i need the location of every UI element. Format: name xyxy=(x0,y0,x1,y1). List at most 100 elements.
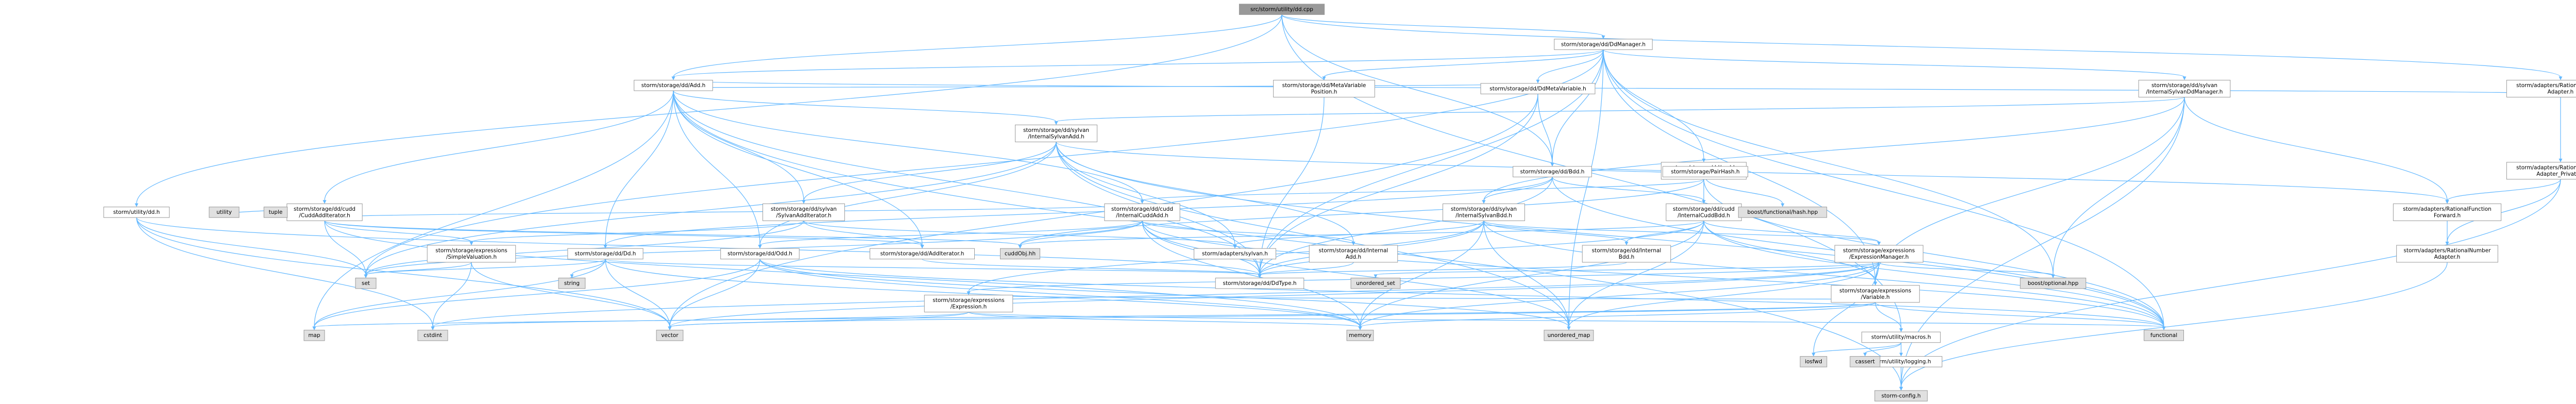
node-label: storm/storage/dd/Internal xyxy=(1592,247,1662,254)
node-box xyxy=(1309,245,1398,263)
arrowhead-icon xyxy=(469,241,473,245)
edge-utility_dd-to-cstdint xyxy=(136,217,433,327)
edge-CuddAddIterator-to-set xyxy=(324,221,366,275)
edge-InternalCuddAdd-to-Odd xyxy=(759,220,1143,246)
edge-utility_dd-to-vector xyxy=(136,217,670,327)
node-RFAdapterPrivate[interactable]: storm/adapters/RationalFunctionAdapter_P… xyxy=(2506,162,2576,180)
node-root[interactable]: src/storm/utility/dd.cpp xyxy=(1239,4,1325,15)
arrowhead-icon xyxy=(671,76,675,80)
node-box xyxy=(1834,245,1924,263)
node-label: cuddObj.hh xyxy=(1005,251,1036,257)
edge-Dd-to-map xyxy=(314,259,606,327)
node-stormConfig[interactable]: storm-config.h xyxy=(1874,390,1928,401)
arrowhead-icon xyxy=(1258,274,1262,278)
node-box xyxy=(1015,124,1097,142)
edge-InternalCuddBdd-to-unordered_map xyxy=(1568,221,1704,327)
node-label: storm/storage/dd/DdType.h xyxy=(1223,280,1296,287)
node-logging[interactable]: storm/utility/logging.h xyxy=(1860,356,1942,367)
node-box xyxy=(1554,39,1653,50)
arrowhead-icon xyxy=(1877,241,1881,245)
node-RFAdapter[interactable]: storm/adapters/RationalFunctionAdapter.h xyxy=(2506,80,2576,98)
edge-DdManager-to-InternalSylvanDdManager xyxy=(1603,49,2185,78)
node-Variable[interactable]: storm/storage/expressions/Variable.h xyxy=(1831,285,1920,303)
arrowhead-icon xyxy=(1863,352,1867,357)
node-vector[interactable]: vector xyxy=(656,330,684,341)
edge-InternalCuddAdd-to-memory xyxy=(1142,221,1361,327)
edge-InternalCuddAdd-to-unordered_map xyxy=(1142,221,1569,327)
node-iosfwd[interactable]: iosfwd xyxy=(1800,356,1827,367)
node-label: storm/storage/dd/Add.h xyxy=(641,82,706,89)
node-unordered_set[interactable]: unordered_set xyxy=(1350,277,1401,289)
node-box xyxy=(720,248,800,260)
edge-InternalSylvanAdd-to-stormSylvan xyxy=(1056,142,1235,246)
node-box xyxy=(1480,83,1596,94)
node-Dd[interactable]: storm/storage/dd/Dd.h xyxy=(567,248,643,260)
node-functional[interactable]: functional xyxy=(2144,330,2184,341)
node-unordered_map[interactable]: unordered_map xyxy=(1544,330,1594,341)
node-Add[interactable]: storm/storage/dd/Add.h xyxy=(634,80,713,91)
edge-CuddAddIterator-to-memory xyxy=(324,221,1361,327)
arrowhead-icon xyxy=(1054,121,1058,125)
node-InternalSylvanBdd[interactable]: storm/storage/dd/sylvan/InternalSylvanBd… xyxy=(1443,203,1525,221)
node-boostHash[interactable]: boost/functional/hash.hpp xyxy=(1738,207,1827,218)
arrowhead-icon xyxy=(2558,76,2563,80)
node-string[interactable]: string xyxy=(558,277,586,289)
node-InternalSylvanAdd[interactable]: storm/storage/dd/sylvan/InternalSylvanAd… xyxy=(1015,124,1097,142)
node-boostOptional[interactable]: boost/optional.hpp xyxy=(2020,277,2087,289)
node-label: storm/storage/dd/DdMetaVariable.h xyxy=(1489,86,1586,92)
edge-InternalSylvanBdd-to-unordered_map xyxy=(1483,221,1569,327)
edge-Variable-to-memory xyxy=(1360,302,1876,328)
node-PairHash[interactable]: storm/storage/PairHash.h xyxy=(1662,166,1749,177)
node-DdMetaVariable[interactable]: storm/storage/dd/DdMetaVariable.h xyxy=(1480,83,1596,94)
nodes-layer: src/storm/utility/dd.cpp storm/storage/dd… xyxy=(103,4,2576,401)
node-label: tuple xyxy=(269,209,283,215)
node-InternalSylvanDdManager[interactable]: storm/storage/dd/sylvan/InternalSylvanDd… xyxy=(2138,80,2231,98)
node-utility_dd[interactable]: storm/utility/dd.h xyxy=(103,207,170,218)
node-DdType[interactable]: storm/storage/dd/DdType.h xyxy=(1215,277,1304,289)
edge-Add-to-InternalSylvanAdd xyxy=(673,90,1057,122)
node-CuddAddIterator[interactable]: storm/storage/dd/cudd/CuddAddIterator.h xyxy=(286,203,363,221)
node-box xyxy=(417,330,448,341)
arrowhead-icon xyxy=(1899,386,1903,391)
node-Expression[interactable]: storm/storage/expressions/Expression.h xyxy=(924,295,1013,313)
node-label: storm/adapters/RationalFunction xyxy=(2403,206,2492,212)
node-box xyxy=(1800,356,1827,367)
node-box xyxy=(1582,245,1671,263)
node-label: src/storm/utility/dd.cpp xyxy=(1250,6,1313,12)
node-label: boost/functional/hash.hpp xyxy=(1748,209,1818,215)
node-AddIterator[interactable]: storm/storage/dd/AddIterator.h xyxy=(870,248,975,260)
node-box xyxy=(263,207,288,218)
node-ExpressionManager[interactable]: storm/storage/expressions/ExpressionMana… xyxy=(1834,245,1924,263)
node-set[interactable]: set xyxy=(355,277,377,289)
node-stormSylvan[interactable]: storm/adapters/sylvan.h xyxy=(1194,248,1276,260)
node-utility[interactable]: utility xyxy=(209,207,240,218)
node-box xyxy=(1513,166,1592,177)
node-cuddObj[interactable]: cuddObj.hh xyxy=(1000,248,1040,260)
node-cstdint[interactable]: cstdint xyxy=(417,330,448,341)
node-DdManager[interactable]: storm/storage/dd/DdManager.h xyxy=(1554,39,1653,50)
node-memory[interactable]: memory xyxy=(1346,330,1374,341)
node-SylvanAddIterator[interactable]: storm/storage/dd/sylvan/SylvanAddIterato… xyxy=(762,203,845,221)
node-map[interactable]: map xyxy=(303,330,325,341)
arrowhead-icon xyxy=(1322,76,1326,80)
node-tuple[interactable]: tuple xyxy=(263,207,288,218)
node-Bdd[interactable]: storm/storage/dd/Bdd.h xyxy=(1513,166,1592,177)
node-cassert[interactable]: cassert xyxy=(1850,356,1880,367)
edge-InternalCuddBdd-to-DdType xyxy=(1259,221,1704,275)
node-InternalCuddAdd[interactable]: storm/storage/dd/cudd/InternalCuddAdd.h xyxy=(1104,203,1180,221)
node-label: /ExpressionManager.h xyxy=(1849,254,1909,260)
node-label: Adapter.h xyxy=(2434,254,2461,260)
edge-Odd-to-vector xyxy=(669,259,760,327)
node-SimpleValuation[interactable]: storm/storage/expressions/SimpleValuatio… xyxy=(427,245,516,263)
edge-DdMetaVariable-to-Bdd xyxy=(1537,94,1553,163)
node-InternalCuddBdd[interactable]: storm/storage/dd/cudd/InternalCuddBdd.h xyxy=(1666,203,1742,221)
node-Odd[interactable]: storm/storage/dd/Odd.h xyxy=(720,248,800,260)
node-macros[interactable]: storm/utility/macros.h xyxy=(1861,331,1941,343)
edge-Expression-to-memory xyxy=(968,312,1361,328)
